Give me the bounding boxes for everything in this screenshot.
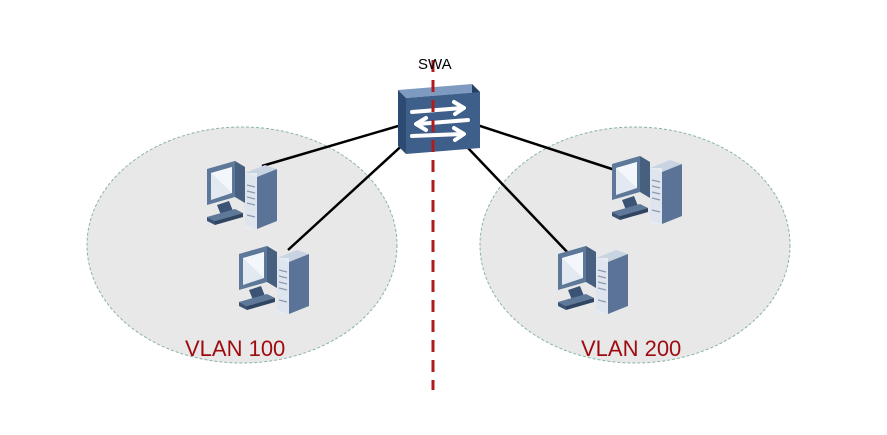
link-switch-pc2 <box>287 139 409 251</box>
switch-icon <box>398 84 480 154</box>
link-switch-pc3 <box>473 122 616 172</box>
vlan-200-label: VLAN 200 <box>581 336 681 361</box>
switch-label: SWA <box>418 56 452 73</box>
link-switch-pc4 <box>467 147 571 256</box>
vlan-100-region <box>86 126 398 364</box>
link-switch-pc1 <box>261 122 406 168</box>
vlan-100-label: VLAN 100 <box>185 336 285 361</box>
vlan-200-region <box>479 126 791 364</box>
